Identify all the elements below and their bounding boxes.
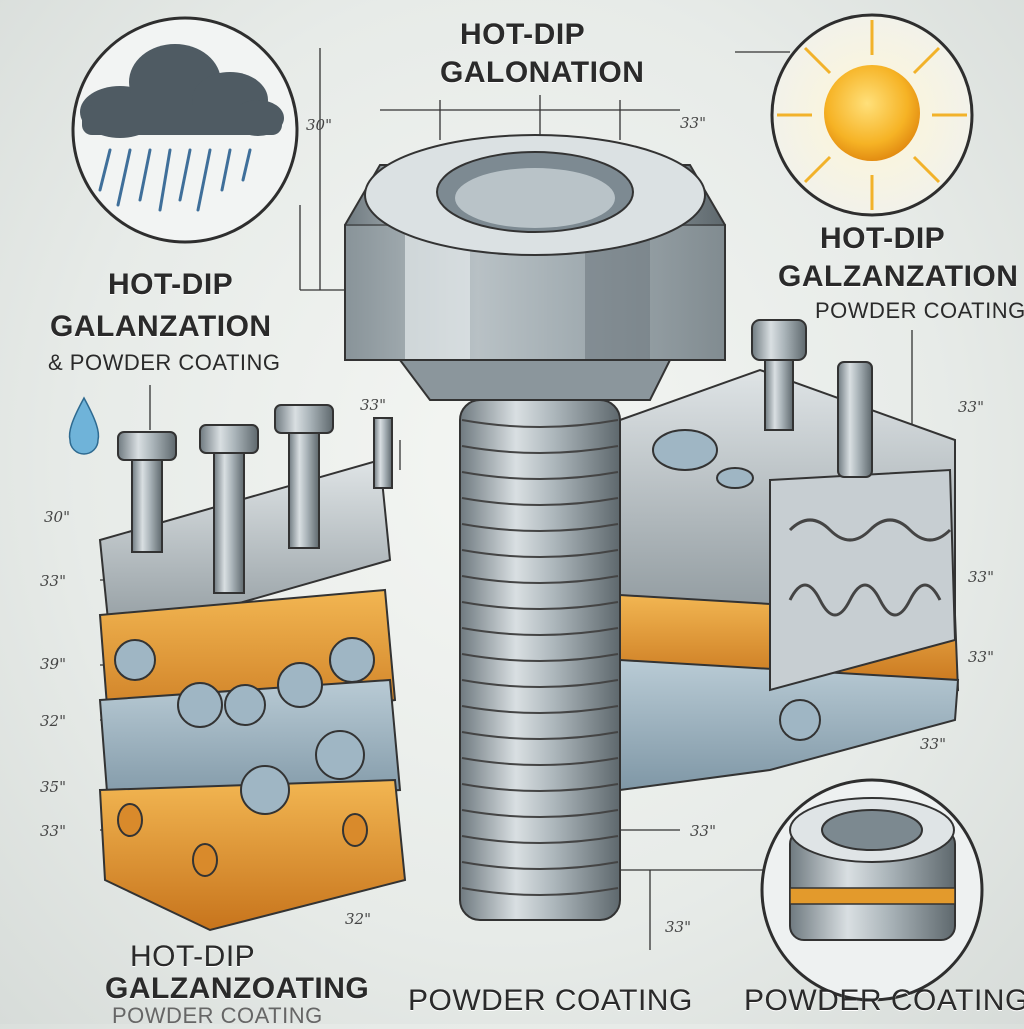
- bottom-left-label-line1: HOT-DIP: [130, 940, 256, 973]
- nut-detail-icon: [760, 778, 984, 1002]
- bolt-thread: [461, 705, 619, 714]
- dimension-label: 33": [968, 568, 994, 586]
- left-label-line1: HOT-DIP: [108, 268, 234, 301]
- rain-cloud-icon: [71, 16, 299, 244]
- dimension-label: 33": [958, 398, 984, 416]
- bottom-left-label-line3: POWDER COATING: [112, 1003, 323, 1028]
- bottom-right-label: POWDER COATING: [744, 984, 1024, 1017]
- dimension-label: 33": [40, 822, 66, 840]
- bolt-thread: [461, 731, 619, 740]
- bolt-thread: [461, 679, 619, 688]
- right-label-line1: HOT-DIP: [820, 222, 946, 255]
- bolt-thread: [461, 887, 619, 896]
- bolt-thread: [461, 419, 619, 428]
- dimension-label: 33": [665, 918, 691, 936]
- bolt-thread: [461, 783, 619, 792]
- dimension-label: 33": [40, 572, 66, 590]
- dimension-label: 39": [40, 655, 66, 673]
- bottom-center-label: POWDER COATING: [408, 984, 693, 1017]
- title-line1: HOT-DIP: [460, 18, 586, 51]
- bolt-thread: [461, 601, 619, 610]
- bolt-thread: [461, 523, 619, 532]
- dimension-label: 32": [345, 910, 371, 928]
- dimension-label: 33": [690, 822, 716, 840]
- dimension-label: 33": [920, 735, 946, 753]
- bolt-thread: [461, 471, 619, 480]
- small-bolts-right: [751, 319, 873, 478]
- bolt-thread: [461, 653, 619, 662]
- dimension-label: 35": [40, 778, 66, 796]
- right-label-line3: POWDER COATING: [815, 298, 1024, 323]
- dimension-label: 30": [44, 508, 70, 526]
- dimension-label: 33": [360, 396, 386, 414]
- dimension-label: 33": [680, 114, 706, 132]
- bolt-thread: [461, 757, 619, 766]
- bolt-thread: [461, 445, 619, 454]
- right-label-line2: GALZANZATION: [778, 260, 1019, 293]
- bolt-thread: [461, 809, 619, 818]
- bottom-left-label-line2: GALZANZOATING: [105, 972, 370, 1005]
- dimension-label: 33": [968, 648, 994, 666]
- left-label-line2: GALANZATION: [50, 310, 272, 343]
- dimension-label: 32": [40, 712, 66, 730]
- small-bolts-left: [117, 404, 393, 594]
- bolt-thread: [461, 575, 619, 584]
- bolt-thread: [461, 497, 619, 506]
- title-line2: GALONATION: [440, 56, 645, 89]
- dimension-label: 30": [306, 116, 332, 134]
- sun-icon: [770, 13, 974, 217]
- main-bolt: [344, 134, 726, 921]
- bolt-thread: [461, 627, 619, 636]
- right-plate-assembly: [619, 368, 960, 792]
- bolt-thread: [461, 835, 619, 844]
- bolt-thread: [461, 861, 619, 870]
- bolt-thread: [461, 549, 619, 558]
- water-drop-icon: [68, 396, 100, 455]
- left-label-line3: & POWDER COATING: [48, 350, 281, 375]
